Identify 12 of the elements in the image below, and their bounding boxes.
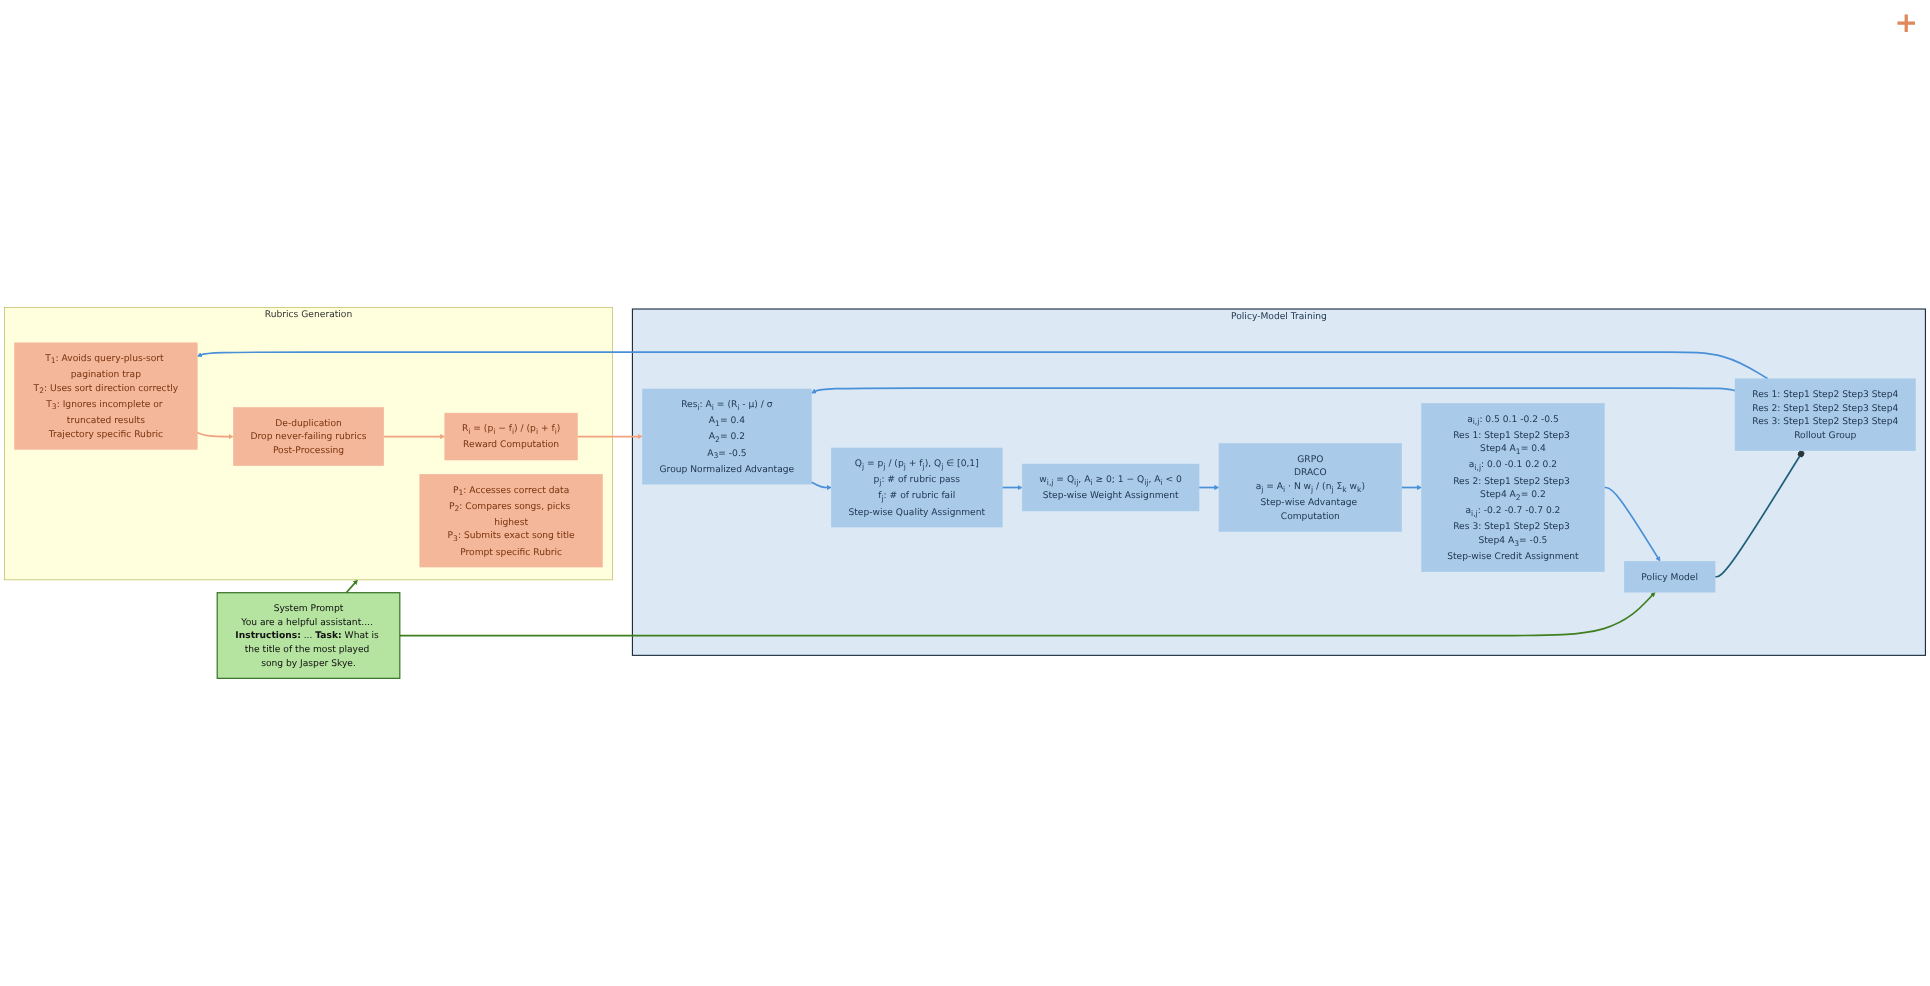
arrow (382, 434, 445, 440)
arrow (398, 591, 1656, 637)
arrow (196, 431, 234, 440)
arrow (811, 387, 1736, 394)
arrow (1400, 485, 1422, 491)
arrow (345, 579, 358, 594)
arrow (197, 351, 1769, 380)
arrow (576, 434, 643, 440)
connector (1714, 449, 1805, 578)
arrow (810, 481, 832, 491)
plus-sign: + (1894, 8, 1918, 40)
arrow (1603, 486, 1661, 562)
